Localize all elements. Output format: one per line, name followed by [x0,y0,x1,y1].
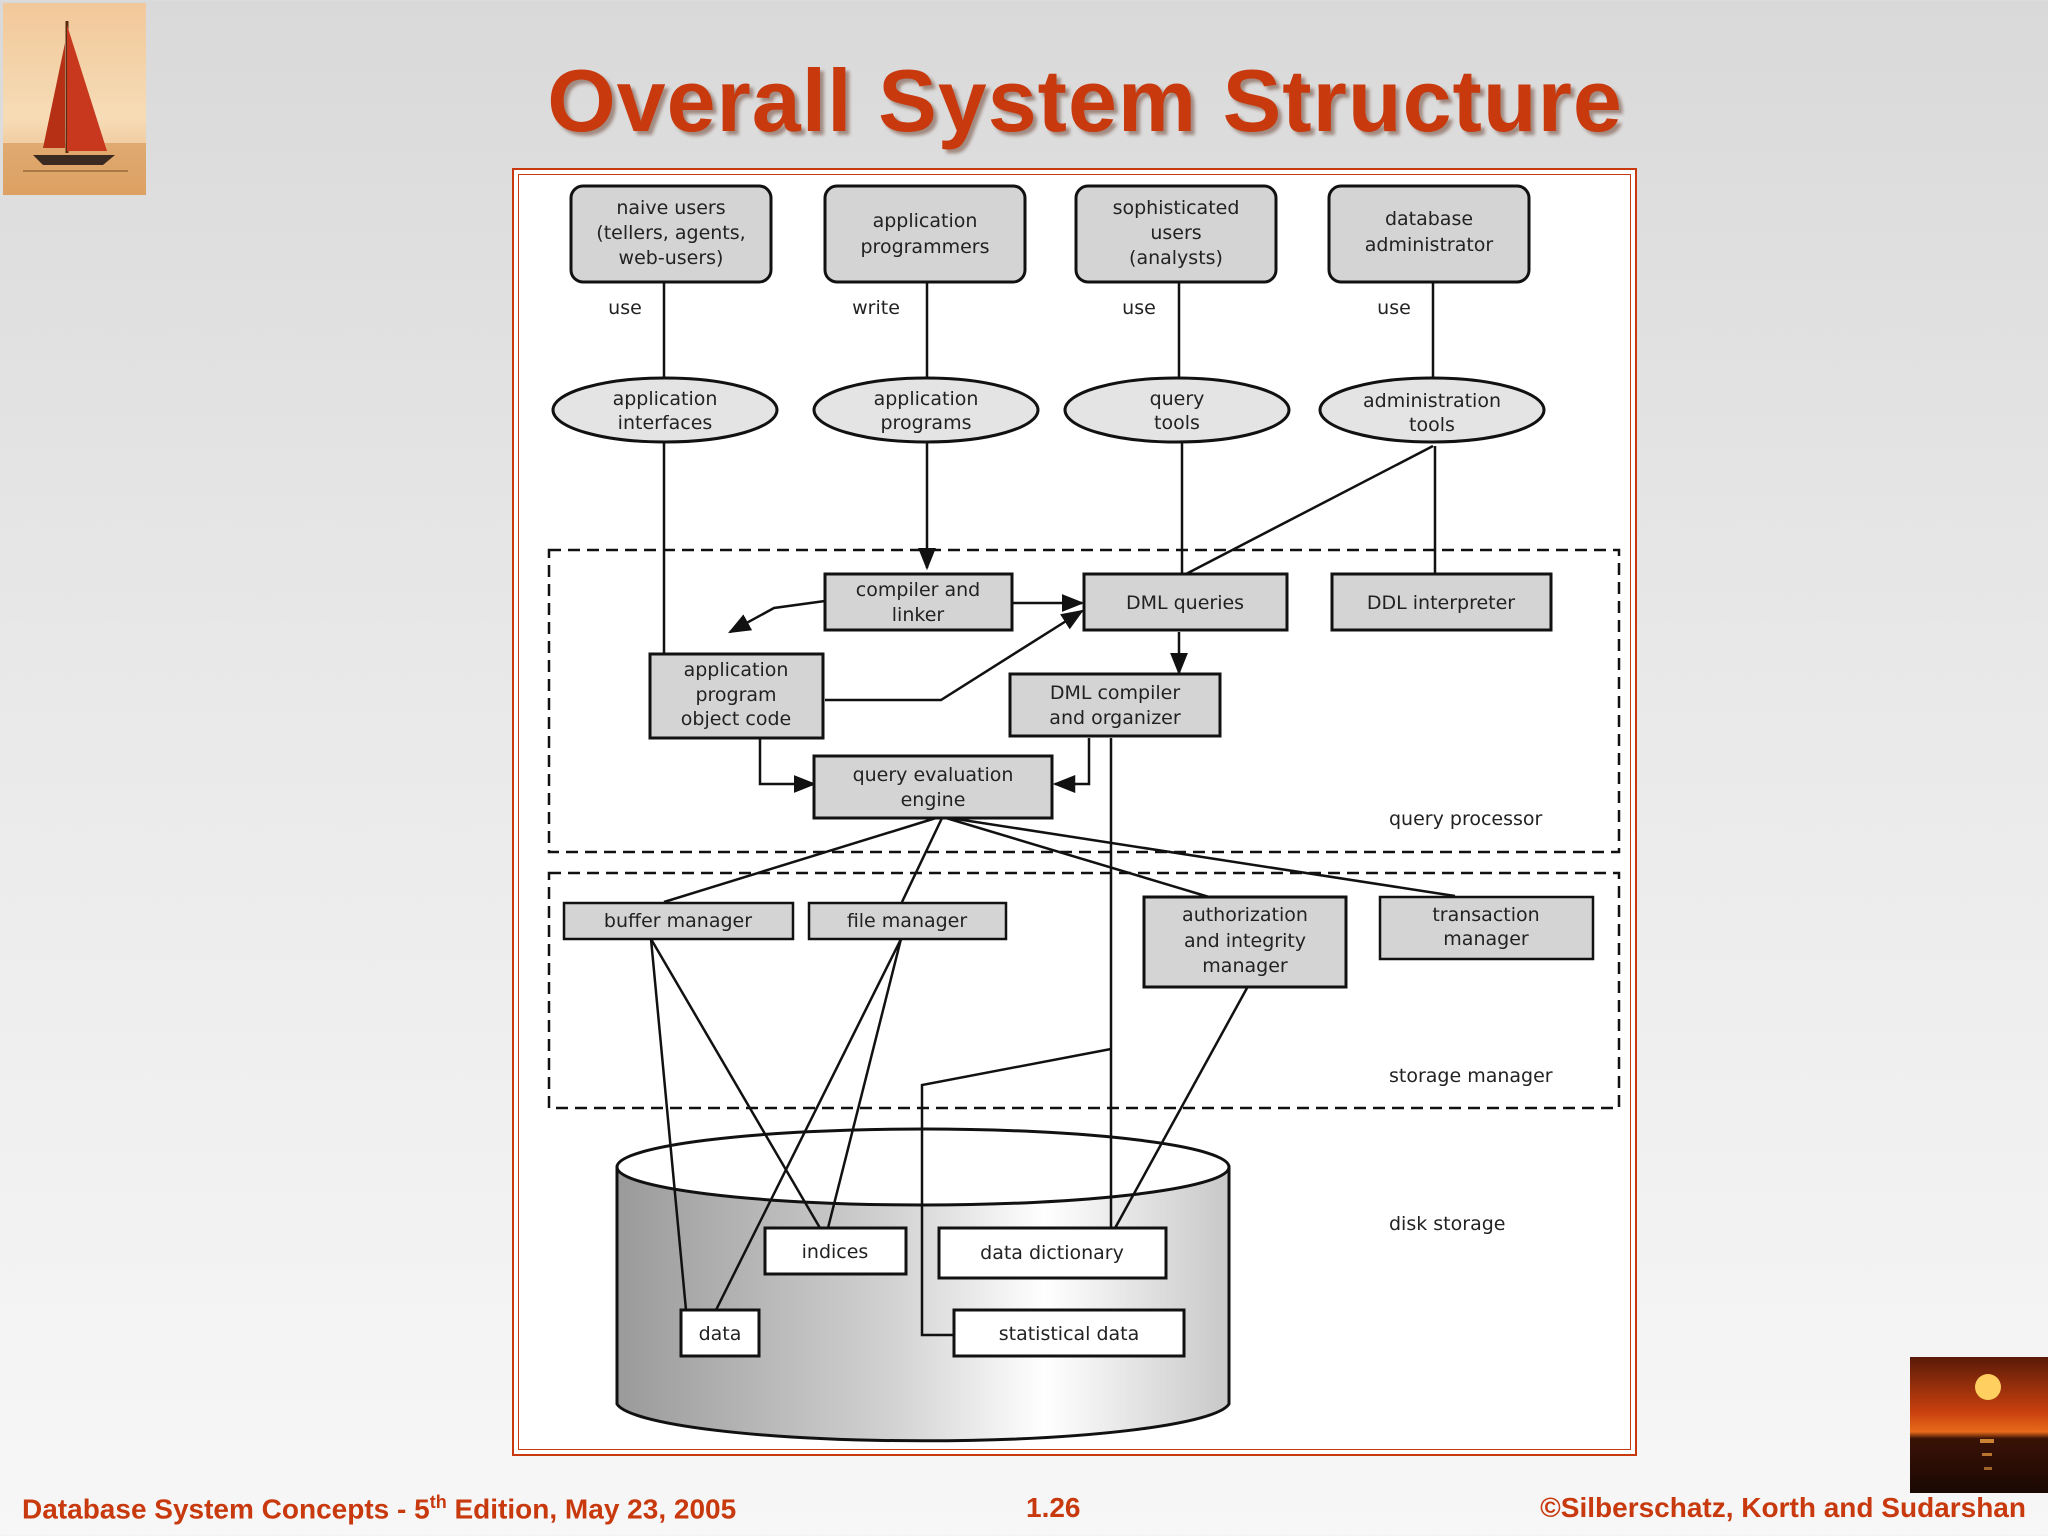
app-object-code-line1: application [684,659,789,681]
dml-queries-label: DML queries [1126,592,1244,614]
diagram-frame-inner-border [518,174,1631,1450]
footer-copyright: ©Silberschatz, Korth and Sudarshan [1540,1492,2026,1523]
relation-label-soph: use [1122,297,1156,319]
app-object-code-line3: object code [681,708,791,730]
query-tools-line2: tools [1154,412,1200,434]
user-naive-line1: naive users [616,197,725,219]
data-dictionary-box: data dictionary [937,1226,1168,1280]
user-soph-line1: sophisticated [1113,197,1240,219]
system-structure-diagram: naive users (tellers, agents, web-users)… [547,184,1621,1443]
user-sophisticated-box: sophisticated users (analysts) [1074,184,1278,284]
query-tools-line1: query [1150,388,1205,410]
interface-query-tools: query tools [1063,376,1291,444]
user-soph-line2: users [1150,222,1201,244]
footer-source-suffix: Edition, May 23, 2005 [446,1493,737,1525]
compiler-linker-line2: linker [892,604,945,626]
file-manager-box: file manager [807,901,1008,941]
user-naive-box: naive users (tellers, agents, web-users) [569,184,773,284]
auth-integrity-line2: and integrity [1184,930,1306,952]
user-dba-line1: database [1385,208,1473,230]
footer-source: Database System Concepts - 5th Edition, … [22,1492,736,1525]
footer-page-number: 1.26 [1026,1492,1081,1523]
relation-label-naive: use [608,297,642,319]
query-eval-line2: engine [901,789,966,811]
app-interfaces-line1: application [613,388,718,410]
ddl-interpreter-box: DDL interpreter [1330,572,1553,632]
user-soph-line3: (analysts) [1129,247,1223,269]
auth-integrity-line1: authorization [1182,904,1308,926]
user-naive-line2: (tellers, agents, [596,222,745,244]
user-appprog-line2: programmers [860,236,989,258]
disk-storage-label: disk storage [1389,1213,1505,1235]
relation-label-appprog: write [852,297,900,319]
user-appprog-line1: application [873,210,978,232]
connectors [649,282,1456,1337]
app-interfaces-line2: interfaces [618,412,713,434]
admin-tools-line2: tools [1409,414,1455,436]
footer-source-prefix: Database System Concepts - 5 [22,1493,430,1525]
user-dba-line2: administrator [1365,234,1494,256]
user-dba-box: database administrator [1327,184,1531,284]
query-processor-region [547,548,1621,854]
sunset-logo [1910,1357,2048,1493]
auth-integrity-line3: manager [1202,955,1288,977]
auth-integrity-box: authorization and integrity manager [1142,895,1348,989]
app-programs-line2: programs [880,412,971,434]
app-object-code-box: application program object code [648,652,825,740]
indices-box: indices [763,1226,908,1276]
interface-app-programs: application programs [812,376,1040,444]
dml-compiler-box: DML compiler and organizer [1008,672,1222,738]
query-eval-engine-box: query evaluation engine [812,754,1054,820]
interface-admin-tools: administration tools [1318,376,1546,444]
file-manager-label: file manager [847,910,968,932]
dml-compiler-line2: and organizer [1049,707,1181,729]
statistical-data-label: statistical data [999,1323,1140,1345]
transaction-manager-box: transaction manager [1378,895,1595,961]
statistical-data-box: statistical data [952,1308,1186,1358]
data-label: data [699,1323,742,1345]
compiler-linker-box: compiler and linker [823,572,1014,632]
data-box: data [679,1308,761,1358]
user-app-programmers-box: application programmers [823,184,1027,284]
storage-manager-region [547,871,1621,1110]
buffer-manager-box: buffer manager [562,901,795,941]
admin-tools-line1: administration [1363,390,1501,412]
diagram-frame: naive users (tellers, agents, web-users)… [512,168,1637,1456]
footer-source-sup: th [429,1492,447,1512]
transaction-manager-line2: manager [1443,928,1529,950]
sailboat-logo [3,3,146,195]
dml-queries-box: DML queries [1082,572,1289,632]
query-processor-label: query processor [1389,808,1543,830]
storage-manager-label: storage manager [1389,1065,1553,1087]
ddl-interpreter-label: DDL interpreter [1367,592,1515,614]
indices-label: indices [802,1241,869,1263]
user-naive-line3: web-users) [619,247,724,269]
data-dictionary-label: data dictionary [980,1242,1124,1264]
dml-compiler-line1: DML compiler [1050,682,1181,704]
buffer-manager-label: buffer manager [604,910,752,932]
app-programs-line1: application [874,388,979,410]
compiler-linker-line1: compiler and [856,579,980,601]
slide-title: Overall System Structure [547,51,1623,150]
interface-app-interfaces: application interfaces [551,376,779,444]
transaction-manager-line1: transaction [1432,904,1539,926]
app-object-code-line2: program [695,684,776,706]
query-eval-line1: query evaluation [853,764,1014,786]
relation-label-dba: use [1377,297,1411,319]
